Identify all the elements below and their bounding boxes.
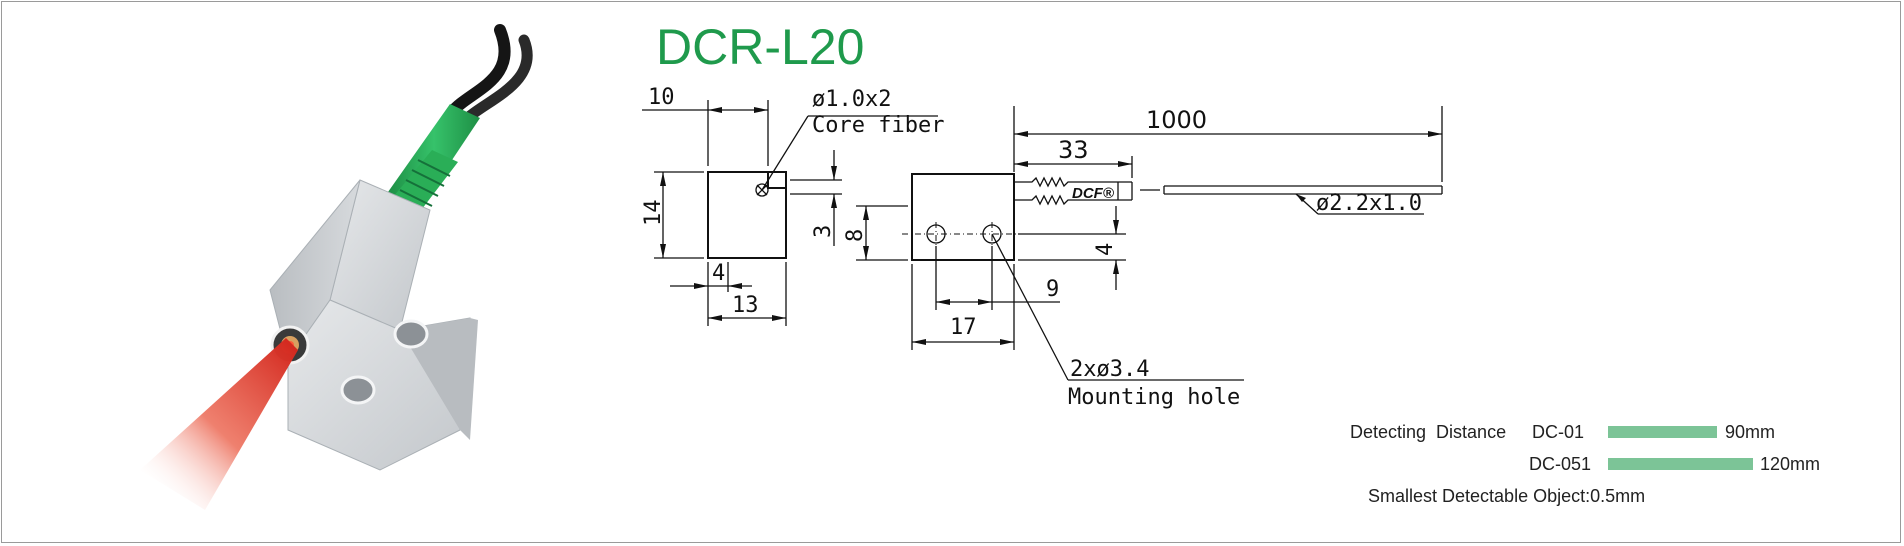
sensor-body: [269, 179, 478, 471]
cable-size-label: ø2.2x1.0: [1316, 191, 1422, 216]
mounting-hole-size: 2xø3.4: [1070, 357, 1149, 382]
spec-bar-2: [1608, 458, 1753, 470]
spec-model-1: DC-01: [1532, 422, 1584, 442]
side-view-block: [911, 173, 1015, 261]
core-fiber-marker: [755, 183, 769, 197]
dim-sleeve-length: 33: [1058, 136, 1089, 164]
dim-side-width: 17: [950, 315, 977, 340]
dim-front-base: 13: [732, 293, 759, 318]
side-view-drawing: DCF® 1000 33 ø2.2x1.0: [843, 106, 1443, 410]
mounting-hole-2: [340, 375, 376, 405]
front-view-drawing: 10 ø1.0x2 Core fiber 14 3 4 13: [641, 85, 944, 326]
brand-mark: DCF®: [1072, 185, 1115, 202]
fiber-cables: [446, 24, 533, 122]
spec-model-2: DC-051: [1529, 454, 1591, 474]
cable: [1140, 185, 1443, 195]
core-fiber-label: Core fiber: [812, 113, 944, 138]
detecting-distance-label: Detecting Distance: [1350, 422, 1506, 442]
front-view-outline: [707, 171, 787, 259]
spec-value-1: 90mm: [1725, 422, 1775, 442]
dim-slot-width: 4: [712, 261, 725, 286]
dim-front-height: 14: [641, 200, 666, 227]
core-fiber-size: ø1.0x2: [812, 87, 891, 112]
dim-hole-spacing: 9: [1046, 277, 1059, 302]
dim-cable-length: 1000: [1146, 106, 1207, 134]
dim-front-width: 10: [648, 85, 675, 110]
mounting-hole-1: [393, 319, 429, 349]
dim-hole-offset: 4: [1093, 243, 1118, 256]
dim-side-height: 8: [843, 229, 868, 242]
smallest-object-spec: Smallest Detectable Object:0.5mm: [1368, 486, 1645, 506]
spec-bar-1: [1608, 426, 1717, 438]
product-photo: [140, 24, 533, 510]
light-beam: [140, 338, 298, 510]
mounting-hole-label: Mounting hole: [1068, 385, 1240, 410]
spec-value-2: 120mm: [1760, 454, 1820, 474]
dim-core-offset: 3: [811, 225, 836, 238]
product-title: DCR-L20: [656, 19, 864, 75]
cable-sleeve: DCF®: [1014, 176, 1133, 206]
specs-panel: Detecting Distance DC-01 90mm DC-051 120…: [1350, 422, 1820, 506]
